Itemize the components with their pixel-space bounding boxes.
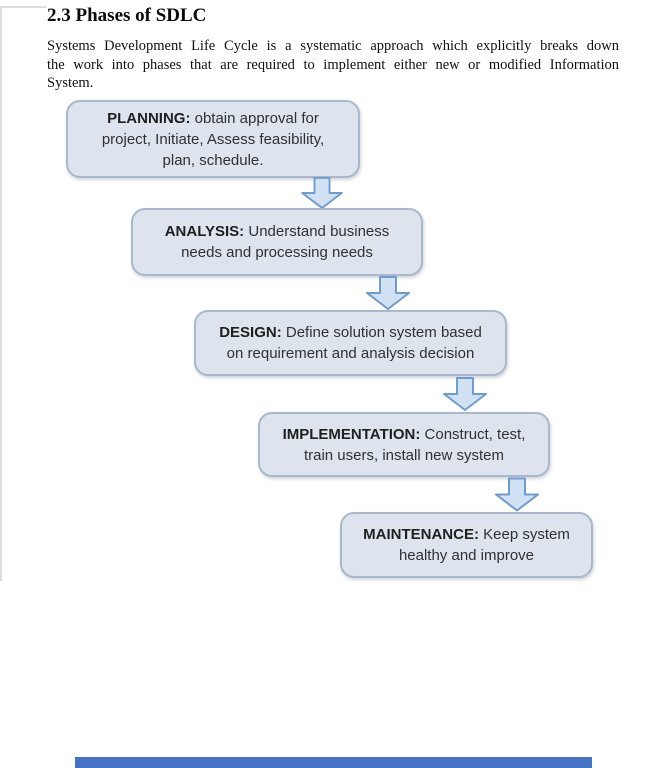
flow-box-analysis: ANALYSIS: Understand business needs and …	[131, 208, 423, 276]
page-edge-vertical-line	[0, 6, 2, 581]
flow-box-label: MAINTENANCE:	[363, 526, 479, 543]
down-arrow-icon	[366, 276, 410, 310]
page-edge-horizontal-line	[0, 6, 46, 8]
flow-box-planning: PLANNING: obtain approval for project, I…	[66, 100, 360, 178]
flow-box-text: IMPLEMENTATION: Construct, test, train u…	[282, 425, 526, 464]
intro-paragraph: Systems Development Life Cycle is a syst…	[47, 37, 619, 93]
paragraph-line: Systems Development Life Cycle is a syst…	[47, 38, 619, 54]
bottom-blue-bar	[75, 757, 592, 768]
flow-box-label: DESIGN:	[219, 324, 282, 341]
flow-box-text: MAINTENANCE: Keep system healthy and imp…	[363, 526, 570, 564]
down-arrow-icon	[443, 377, 487, 411]
down-arrow-icon	[495, 477, 539, 512]
flow-box-label: PLANNING:	[107, 109, 191, 127]
flow-box-label: IMPLEMENTATION:	[282, 425, 421, 443]
flow-box-label: ANALYSIS:	[164, 223, 245, 240]
section-heading: 2.3 Phases of SDLC	[47, 5, 207, 26]
flow-box-text: PLANNING: obtain approval for project, I…	[101, 109, 325, 169]
flow-box-design: DESIGN: Define solution system based on …	[194, 310, 507, 376]
flow-box-implementation: IMPLEMENTATION: Construct, test, train u…	[258, 412, 550, 477]
paragraph-line: the work into phases that are required t…	[47, 56, 619, 73]
paragraph-line: System.	[47, 75, 94, 91]
flow-box-text: DESIGN: Define solution system based on …	[219, 324, 482, 362]
flow-box-maintenance: MAINTENANCE: Keep system healthy and imp…	[340, 512, 593, 578]
flow-box-text: ANALYSIS: Understand business needs and …	[164, 223, 390, 261]
down-arrow-icon	[301, 177, 343, 209]
